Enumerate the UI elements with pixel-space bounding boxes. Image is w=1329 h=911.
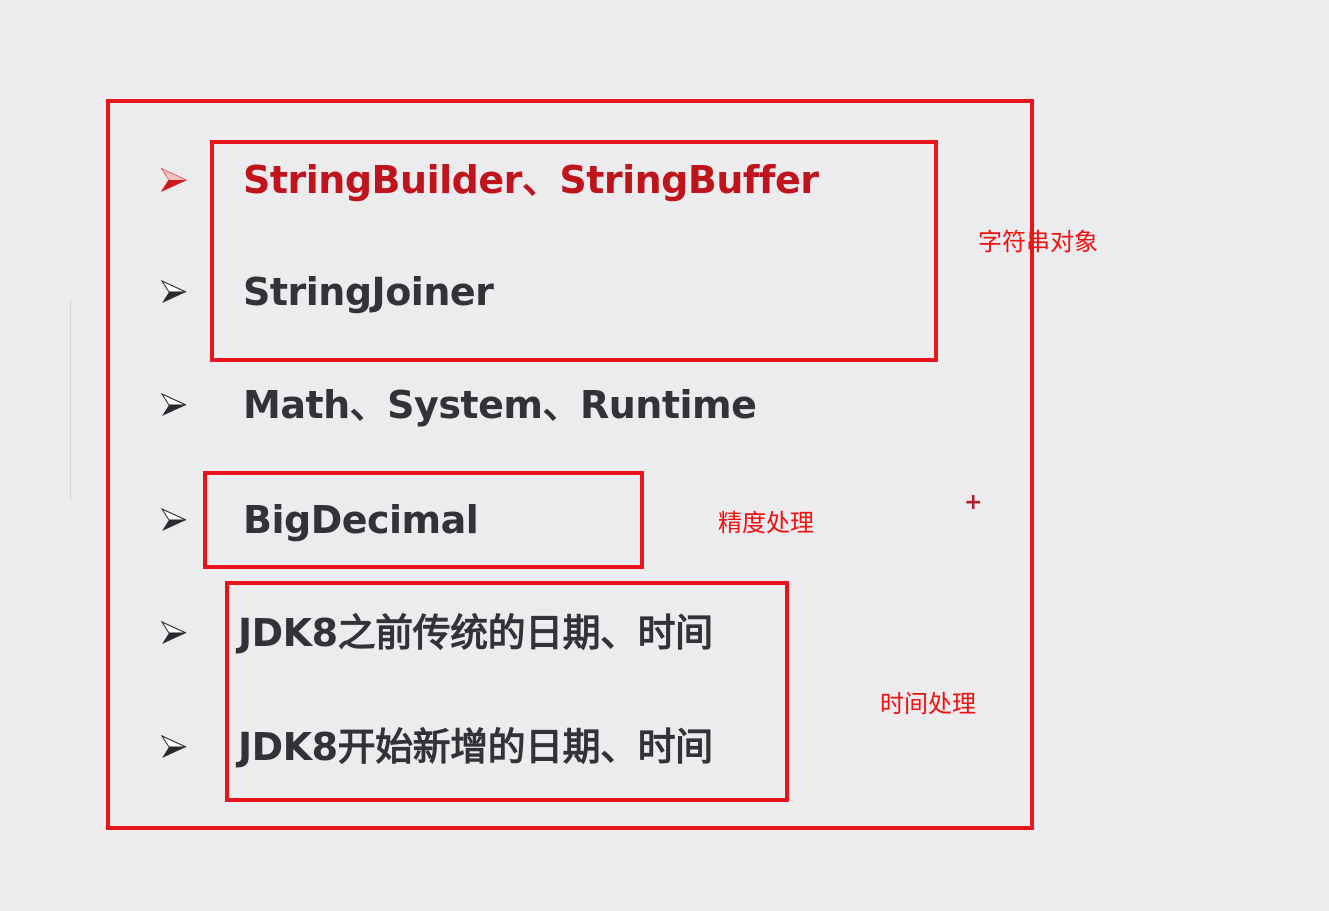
divider-line (70, 300, 71, 500)
item-label: StringBuilder、StringBuffer (243, 158, 819, 202)
arrow-bullet-icon (160, 392, 187, 416)
item-label: BigDecimal (243, 498, 479, 542)
annotation-time: 时间处理 (880, 690, 976, 718)
annotation-string-objects: 字符串对象 (978, 228, 1098, 256)
list-item-legacy-date: JDK8之前传统的日期、时间 (0, 608, 900, 658)
plus-cursor-icon: + (964, 490, 983, 515)
date-annotation-box (225, 581, 789, 802)
list-item-stringjoiner: StringJoiner (0, 267, 900, 317)
annotation-precision: 精度处理 (718, 509, 814, 537)
item-label: StringJoiner (243, 270, 494, 314)
list-item-bigdecimal: BigDecimal (0, 495, 900, 545)
bigdecimal-annotation-box (203, 471, 644, 569)
item-label: JDK8开始新增的日期、时间 (238, 725, 713, 769)
list-item-math: Math、System、Runtime (0, 380, 900, 430)
outer-annotation-box (106, 99, 1034, 830)
arrow-bullet-icon (160, 167, 188, 193)
arrow-bullet-icon (160, 620, 187, 644)
list-item-stringbuilder: StringBuilder、StringBuffer (0, 155, 900, 205)
arrow-bullet-icon (160, 507, 187, 531)
list-item-new-date: JDK8开始新增的日期、时间 (0, 722, 900, 772)
item-label: JDK8之前传统的日期、时间 (238, 611, 713, 655)
arrow-bullet-icon (160, 734, 187, 758)
string-annotation-box (210, 140, 938, 362)
arrow-bullet-icon (160, 279, 187, 303)
item-label: Math、System、Runtime (243, 383, 757, 427)
